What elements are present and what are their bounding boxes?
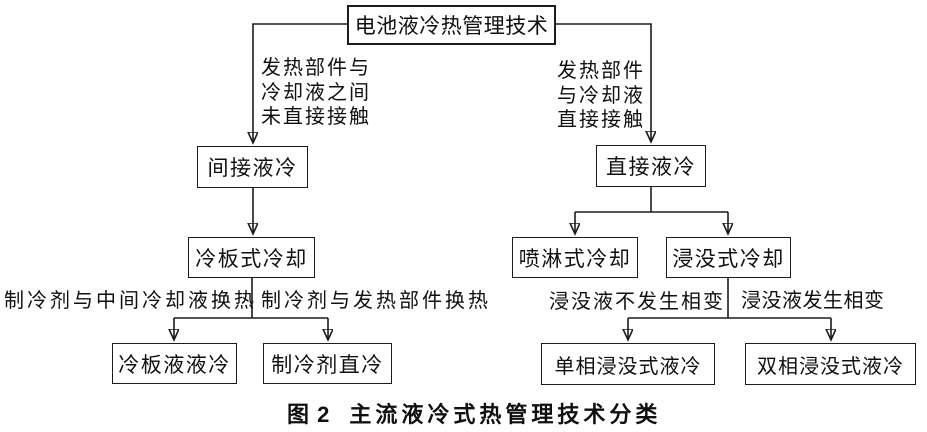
figure-caption-number: 图 2 xyxy=(287,402,331,427)
edge-label-no-direct-contact: 发热部件与 冷却液之间 未直接接触 xyxy=(261,57,371,128)
node-spray-cooling: 喷淋式冷却 xyxy=(512,237,638,278)
node-refrigerant-direct-cooling: 制冷剂直冷 xyxy=(263,343,392,384)
node-single-phase-immersion-cooling: 单相浸没式液冷 xyxy=(541,343,715,385)
edge-label-phase-change: 浸没液发生相变 xyxy=(741,290,885,312)
node-cold-plate-cooling: 冷板式冷却 xyxy=(188,237,315,278)
edge-label-no-phase-change: 浸没液不发生相变 xyxy=(549,291,725,313)
node-battery-liquid-cooling-root: 电池液冷热管理技术 xyxy=(347,5,556,45)
edge-label-direct-contact: 发热部件 与冷却液 直接接触 xyxy=(557,60,645,131)
node-immersion-cooling: 浸没式冷却 xyxy=(666,237,791,278)
connector-root-to-indirect xyxy=(253,23,347,142)
node-direct-liquid-cooling: 直接液冷 xyxy=(596,145,706,187)
figure-caption: 图 2 主流液冷式热管理技术分类 xyxy=(287,397,661,429)
node-indirect-liquid-cooling: 间接液冷 xyxy=(197,146,308,188)
connector-root-to-direct xyxy=(556,23,651,141)
figure-caption-title: 主流液冷式热管理技术分类 xyxy=(349,402,662,427)
edge-label-refrigerant-heating-component-exchange: 制冷剂与发热部件换热 xyxy=(261,290,491,312)
node-two-phase-immersion-cooling: 双相浸没式液冷 xyxy=(745,343,916,385)
edge-label-refrigerant-intermediate-coolant-exchange: 制冷剂与中间冷却液换热 xyxy=(4,290,257,312)
node-cold-plate-liquid-liquid-cooling: 冷板液液冷 xyxy=(112,343,237,384)
